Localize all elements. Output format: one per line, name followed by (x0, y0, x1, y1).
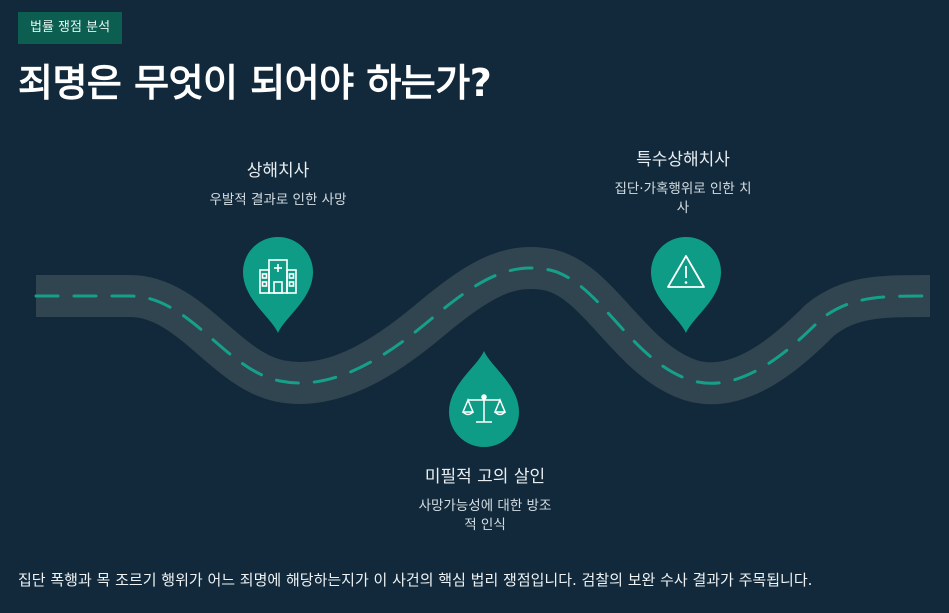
node-description: 집단·가혹행위로 인한 치 사 (614, 181, 752, 216)
node-title: 미필적 고의 살인 (424, 467, 546, 487)
node-sanghae-chisa: 상해치사 우발적 결과로 인한 사망 (178, 156, 378, 210)
footer-note: 집단 폭행과 목 조르기 행위가 어느 죄명에 해당하는지가 이 사건의 핵심 … (18, 571, 813, 589)
node-teuksu-sanghae-chisa: 특수상해치사 집단·가혹행위로 인한 치 사 (583, 145, 783, 218)
road-center-dashes (34, 266, 932, 385)
page-title: 죄명은 무엇이 되어야 하는가? (18, 61, 492, 105)
node-title: 특수상해치사 (636, 150, 730, 170)
warning-icon (667, 255, 705, 288)
scales-icon (461, 394, 507, 423)
hospital-icon (259, 259, 297, 294)
node-description: 사망가능성에 대한 방조 적 인식 (418, 498, 552, 533)
hospital-pin (243, 237, 313, 333)
node-title: 상해치사 (246, 161, 310, 181)
scales-pin (449, 351, 519, 447)
warning-pin (651, 237, 721, 333)
node-description: 우발적 결과로 인한 사망 (209, 192, 347, 208)
topic-badge: 법률 쟁점 분석 (18, 12, 123, 44)
node-mipiljeok-goui-sarin: 미필적 고의 살인 사망가능성에 대한 방조 적 인식 (385, 462, 585, 535)
